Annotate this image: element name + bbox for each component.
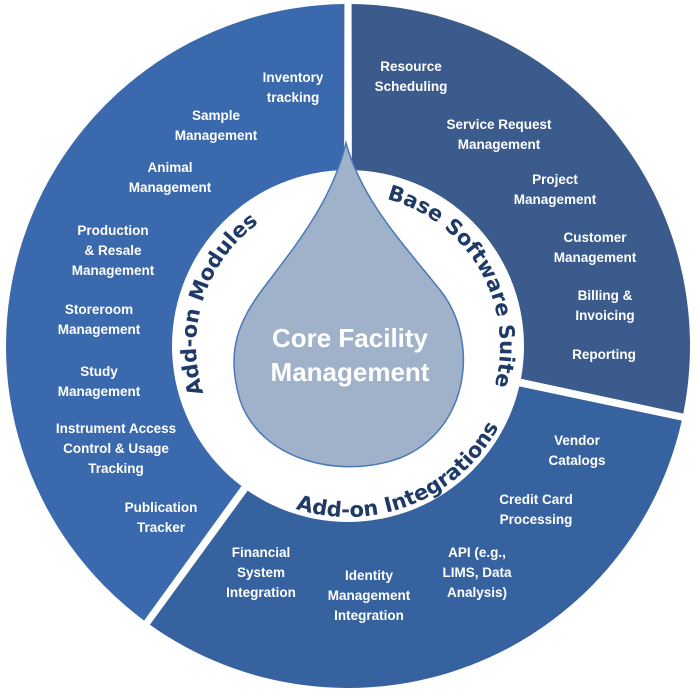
integration-item: Credit Card Processing [499, 492, 573, 527]
module-item: Production & Resale Management [71, 223, 155, 278]
module-item: Study Management [57, 364, 141, 399]
base-item: Resource Scheduling [374, 59, 448, 94]
base-item: Project Management [513, 172, 597, 207]
base-item: Service Request Management [446, 117, 552, 152]
base-item: Billing & Invoicing [575, 288, 635, 323]
module-item: Instrument Access Control & Usage Tracki… [55, 421, 177, 476]
core-title: Core Facility Management [270, 323, 430, 387]
module-item: Sample Management [174, 108, 258, 143]
integration-item: Vendor Catalogs [548, 433, 606, 468]
base-suite-segment [351, 4, 690, 414]
integration-item: Financial System Integration [226, 545, 296, 600]
modules-segment [5, 4, 345, 621]
base-item: Reporting [572, 347, 636, 362]
module-item: Publication Tracker [124, 500, 198, 535]
base-item: Customer Management [553, 230, 637, 265]
module-item: Animal Management [128, 160, 212, 195]
module-item: Inventory tracking [262, 70, 324, 105]
integrations-segment [149, 381, 682, 688]
integration-item: Identity Management Integration [327, 568, 411, 623]
drop-shape [233, 140, 465, 468]
module-item: Storeroom Management [57, 302, 141, 337]
integration-item: API (e.g., LIMS, Data Analysis) [442, 545, 512, 600]
